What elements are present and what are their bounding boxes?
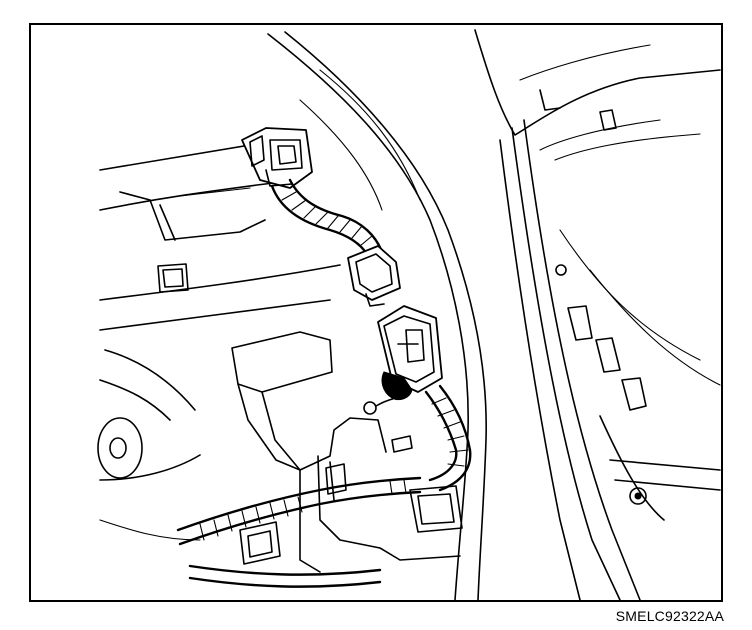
figure-reference-code: SMELC92322AA (615, 608, 724, 624)
mounting-bracket (231, 331, 461, 573)
figure-frame (29, 23, 723, 602)
connector-lead-harness (424, 384, 472, 492)
mid-connector (347, 245, 401, 307)
interior-panel (97, 139, 341, 541)
body-panel-curves (267, 31, 487, 601)
lower-wire-harness (176, 476, 463, 588)
lower-connector (363, 305, 443, 415)
upper-connector (241, 127, 313, 189)
upper-wire-harness (270, 178, 384, 258)
door-frame (474, 29, 721, 601)
